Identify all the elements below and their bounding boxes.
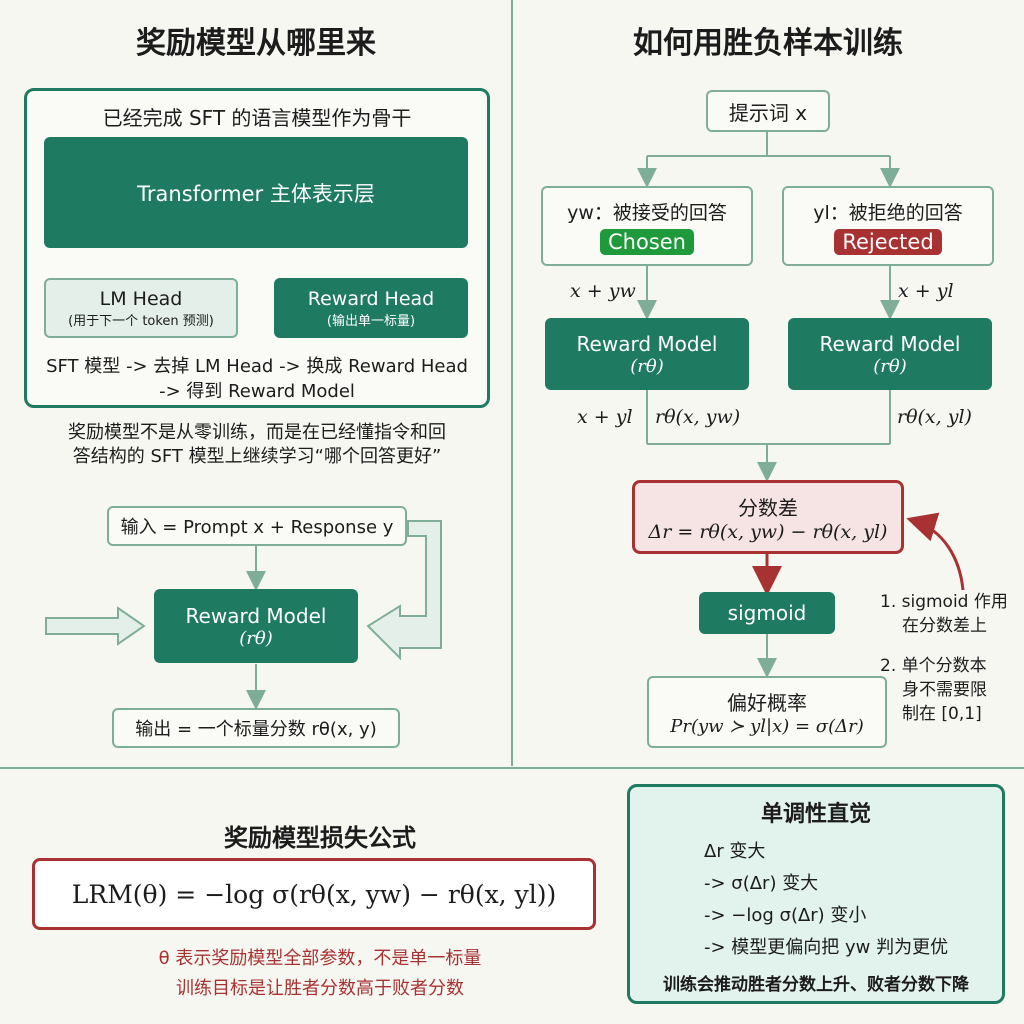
edge-r-yw: rθ(x, yw) [655, 406, 741, 428]
rejected-badge: Rejected [834, 228, 942, 255]
monotonicity-line4: -> 模型更偏向把 yw 判为更优 [704, 937, 949, 958]
loss-note-line1: θ 表示奖励模型全部参数，不是单一标量 [158, 948, 482, 969]
reward-model-label: Reward Model [185, 603, 327, 628]
loss-title: 奖励模型损失公式 [224, 824, 416, 852]
pipeline-line1: SFT 模型 -> 去掉 LM Head -> 换成 Reward Head [46, 356, 468, 377]
chosen-label: yw：被接受的回答 [567, 201, 727, 224]
score-diff-title: 分数差 [738, 495, 798, 520]
preference-formula: Pr(yw ≻ yl|x) = σ(Δr) [670, 716, 864, 737]
edge-x-yl-right: x + yl [898, 280, 954, 302]
annotation-1-line2: 在分数差上 [902, 616, 987, 636]
prompt-label: 提示词 x [728, 100, 808, 125]
annotation-2-line2: 身不需要限 [902, 680, 987, 700]
rejected-label: yl：被拒绝的回答 [813, 201, 963, 224]
monotonicity-line1: Δr 变大 [704, 841, 766, 862]
annotation-2-line3: 制在 [0,1] [902, 704, 982, 724]
sigmoid-label: sigmoid [727, 601, 807, 625]
preference-title: 偏好概率 [727, 691, 807, 715]
monotonicity-lines: Δr 变大 -> σ(Δr) 变大 -> −log σ(Δr) 变小 -> 模型… [704, 836, 948, 964]
pipeline-line2: -> 得到 Reward Model [159, 381, 355, 402]
output-label: 输出 = 一个标量分数 rθ(x, y) [135, 719, 377, 740]
monotonicity-footer: 训练会推动胜者分数上升、败者分数下降 [663, 975, 969, 995]
input-label: 输入 = Prompt x + Response y [120, 517, 394, 538]
lm-head-sub: (用于下一个 token 预测) [68, 313, 214, 329]
reward-model-right-box: Reward Model (rθ) [788, 318, 992, 390]
sigmoid-box: sigmoid [699, 592, 835, 634]
loss-note-line2: 训练目标是让胜者分数高于败者分数 [176, 978, 464, 999]
monotonicity-line3: -> −log σ(Δr) 变小 [704, 905, 867, 926]
note-line2: 答结构的 SFT 模型上继续学习“哪个回答更好” [72, 446, 442, 467]
monotonicity-title: 单调性直觉 [760, 802, 871, 827]
lm-head-box: LM Head (用于下一个 token 预测) [44, 278, 238, 338]
prompt-box: 提示词 x [706, 90, 830, 132]
preference-box: 偏好概率 Pr(yw ≻ yl|x) = σ(Δr) [647, 676, 887, 748]
backbone-caption: 已经完成 SFT 的语言模型作为骨干 [102, 106, 412, 130]
annotation-1-line1: 1. sigmoid 作用 [880, 592, 1008, 612]
reward-head-box: Reward Head (输出单一标量) [274, 278, 468, 338]
reward-model-sub: (rθ) [239, 627, 273, 649]
input-box: 输入 = Prompt x + Response y [107, 506, 407, 546]
annotation-1: 1. sigmoid 作用 在分数差上 [880, 590, 1008, 638]
reward-model-right-label: Reward Model [819, 331, 961, 356]
reward-model-right-sub: (rθ) [873, 355, 907, 377]
reward-head-sub: (输出单一标量) [326, 313, 416, 329]
reward-model-left-label: Reward Model [576, 331, 718, 356]
monotonicity-line2: -> σ(Δr) 变大 [704, 873, 819, 894]
right-title: 如何用胜负样本训练 [633, 26, 903, 61]
annotation-2-line1: 2. 单个分数本 [880, 656, 987, 676]
loss-formula: LRM(θ) = −log σ(rθ(x, yw) − rθ(x, yl)) [71, 879, 557, 909]
reward-head-label: Reward Head [307, 287, 435, 310]
transformer-box: Transformer 主体表示层 [44, 137, 468, 248]
reward-model-box: Reward Model (rθ) [154, 589, 358, 663]
reward-model-left-sub: (rθ) [630, 355, 664, 377]
edge-r-yl: rθ(x, yl) [897, 406, 972, 428]
note-line1: 奖励模型不是从零训练，而是在已经懂指令和回 [68, 422, 446, 443]
left-title: 奖励模型从哪里来 [136, 26, 376, 61]
score-diff-formula: Δr = rθ(x, yw) − rθ(x, yl) [648, 520, 888, 543]
loss-formula-box: LRM(θ) = −log σ(rθ(x, yw) − rθ(x, yl)) [32, 858, 596, 930]
output-box: 输出 = 一个标量分数 rθ(x, y) [112, 708, 400, 748]
score-diff-box: 分数差 Δr = rθ(x, yw) − rθ(x, yl) [632, 480, 904, 554]
lm-head-label: LM Head [99, 287, 183, 310]
transformer-label: Transformer 主体表示层 [137, 181, 375, 206]
edge-x-yl-left: x + yl [577, 406, 633, 428]
chosen-badge: Chosen [600, 228, 694, 255]
monotonicity-panel [627, 784, 1005, 1004]
chosen-box: yw：被接受的回答 Chosen [541, 186, 753, 266]
annotation-2: 2. 单个分数本 身不需要限 制在 [0,1] [880, 654, 987, 726]
edge-x-yw: x + yw [570, 280, 636, 302]
rejected-box: yl：被拒绝的回答 Rejected [782, 186, 994, 266]
reward-model-left-box: Reward Model (rθ) [545, 318, 749, 390]
